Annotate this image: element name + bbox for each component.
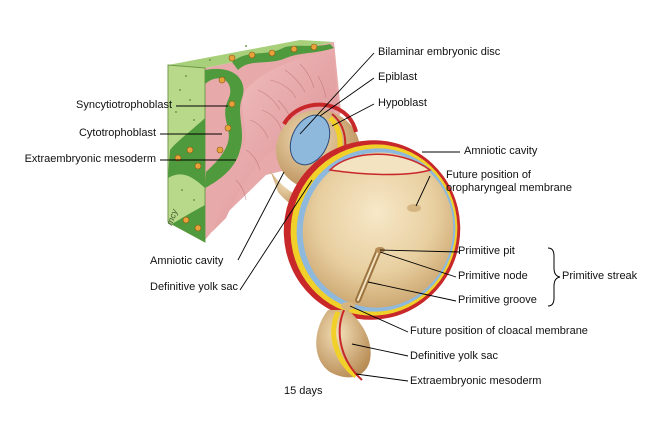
label-syncytiotrophoblast: Syncytiotrophoblast xyxy=(76,99,172,111)
primitive-streak-brace xyxy=(547,247,561,307)
label-future-oropharyngeal-2: oropharyngeal membrane xyxy=(446,182,572,194)
front-cyto-band-lower xyxy=(172,205,205,242)
front-cyto-band xyxy=(168,118,205,188)
amnion-cap xyxy=(328,153,432,176)
label-primitive-groove: Primitive groove xyxy=(458,294,537,306)
label-amniotic-cavity-left: Amniotic cavity xyxy=(150,255,224,267)
label-future-cloacal: Future position of cloacal membrane xyxy=(410,325,588,337)
label-future-oropharyngeal-1: Future position of xyxy=(446,169,531,181)
label-primitive-node: Primitive node xyxy=(458,270,528,282)
oropharyngeal-pit xyxy=(407,204,421,212)
label-stage-15-days: 15 days xyxy=(284,385,323,397)
lower-yolk-sac xyxy=(316,309,371,381)
label-primitive-streak: Primitive streak xyxy=(562,270,638,282)
epiblast-blue-disc xyxy=(289,114,331,166)
leader-lines xyxy=(160,52,461,382)
embryo-main xyxy=(283,140,461,320)
label-extraembryonic-mesoderm-right: Extraembryonic mesoderm xyxy=(410,375,542,387)
label-epiblast: Epiblast xyxy=(378,71,418,83)
label-cytotrophoblast: Cytotrophoblast xyxy=(78,127,156,139)
label-amniotic-cavity-right: Amniotic cavity xyxy=(464,145,538,157)
tissue-block: mcy xyxy=(164,40,341,243)
label-hypoblast: Hypoblast xyxy=(378,97,427,109)
label-extraembryonic-mesoderm-left: Extraembryonic mesoderm xyxy=(24,153,156,165)
label-definitive-yolk-sac-right: Definitive yolk sac xyxy=(410,350,499,362)
top-cyto-band xyxy=(232,44,334,70)
label-primitive-pit: Primitive pit xyxy=(458,245,515,257)
label-definitive-yolk-sac-left: Definitive yolk sac xyxy=(150,281,239,293)
mesoderm-interior xyxy=(212,54,338,232)
cloacal-pit xyxy=(341,302,355,310)
label-bilaminar-disc: Bilaminar embryonic disc xyxy=(378,46,501,58)
embryonic-disc-surface xyxy=(302,152,454,308)
side-cyto-band xyxy=(205,68,244,188)
